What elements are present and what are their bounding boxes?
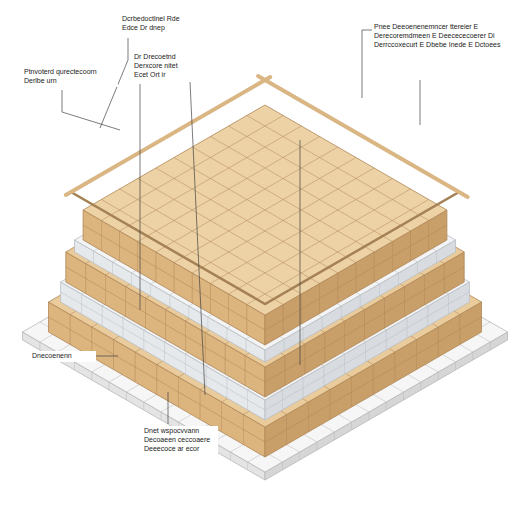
callout-label: Dnecoenenn bbox=[30, 351, 96, 362]
block-joint bbox=[91, 372, 92, 380]
block-joint bbox=[169, 295, 170, 307]
block-joint bbox=[438, 372, 439, 380]
block-joint bbox=[472, 352, 473, 360]
block-joint bbox=[188, 306, 189, 318]
callout-label: Dcrbedoctlnel Rde Edce Dr dnep bbox=[120, 14, 186, 34]
block-joint bbox=[150, 284, 151, 296]
block-joint bbox=[109, 382, 110, 390]
layer-stack bbox=[23, 76, 508, 480]
leader-line bbox=[140, 84, 141, 310]
block-joint bbox=[334, 432, 335, 440]
block-joint bbox=[322, 317, 323, 329]
callout-label: Dnet wspocvvann Decoaeen ceccoaere Deeec… bbox=[142, 426, 218, 454]
callout-label: Ptnvoterd qurectecoorn Derlbe urn bbox=[22, 67, 118, 87]
block-joint bbox=[39, 342, 40, 350]
block-joint bbox=[174, 158, 356, 263]
block-joint bbox=[120, 189, 302, 294]
block-joint bbox=[93, 251, 94, 263]
block-joint bbox=[112, 262, 113, 274]
block-joint bbox=[229, 189, 411, 294]
block-joint bbox=[247, 462, 248, 470]
block-joint bbox=[299, 452, 300, 460]
layer-top bbox=[83, 105, 447, 315]
block-joint bbox=[398, 273, 399, 285]
block-joint bbox=[131, 273, 132, 285]
block-joint bbox=[341, 306, 342, 318]
wood-rod bbox=[258, 76, 468, 197]
leader-line bbox=[96, 356, 118, 357]
block-joint bbox=[226, 328, 227, 340]
leader-line bbox=[420, 80, 421, 125]
block-joint bbox=[282, 462, 283, 470]
block-joint bbox=[83, 225, 265, 330]
block-joint bbox=[386, 402, 387, 410]
leader-line bbox=[168, 392, 169, 424]
block-joint bbox=[417, 262, 418, 274]
block-joint bbox=[368, 412, 369, 420]
block-joint bbox=[210, 179, 392, 284]
wood-frame bbox=[71, 80, 459, 304]
leader-line bbox=[62, 90, 120, 130]
block-joint bbox=[284, 339, 285, 351]
block-joint bbox=[379, 284, 380, 296]
block-joint bbox=[455, 362, 456, 370]
block-joint bbox=[101, 200, 283, 305]
block-joint bbox=[303, 328, 304, 340]
callout-label: Dr Drecoetnd Derxcore nitet Ecet Ort ir bbox=[132, 52, 194, 80]
block-joint bbox=[138, 179, 320, 284]
block-joint bbox=[207, 317, 208, 329]
block-joint bbox=[265, 225, 447, 330]
leader-line bbox=[190, 82, 205, 395]
stack-layer bbox=[83, 105, 447, 345]
wood-rod bbox=[66, 77, 270, 195]
block-joint bbox=[245, 339, 246, 351]
block-joint bbox=[74, 362, 75, 370]
block-joint bbox=[126, 392, 127, 400]
block-joint bbox=[161, 412, 162, 420]
leader-line bbox=[300, 140, 301, 365]
block-joint bbox=[360, 295, 361, 307]
block-joint bbox=[174, 158, 356, 263]
leader-line bbox=[362, 30, 372, 98]
block-joint bbox=[247, 200, 429, 305]
block-joint bbox=[143, 402, 144, 410]
block-joint bbox=[490, 342, 491, 350]
block-joint bbox=[230, 452, 231, 460]
block-joint bbox=[436, 251, 437, 263]
block-joint bbox=[403, 392, 404, 400]
block-joint bbox=[316, 442, 317, 450]
block-joint bbox=[351, 422, 352, 430]
block-joint bbox=[420, 382, 421, 390]
callout-label: Pnee Deeoenenemncer ttereier E Derecorem… bbox=[372, 22, 504, 50]
